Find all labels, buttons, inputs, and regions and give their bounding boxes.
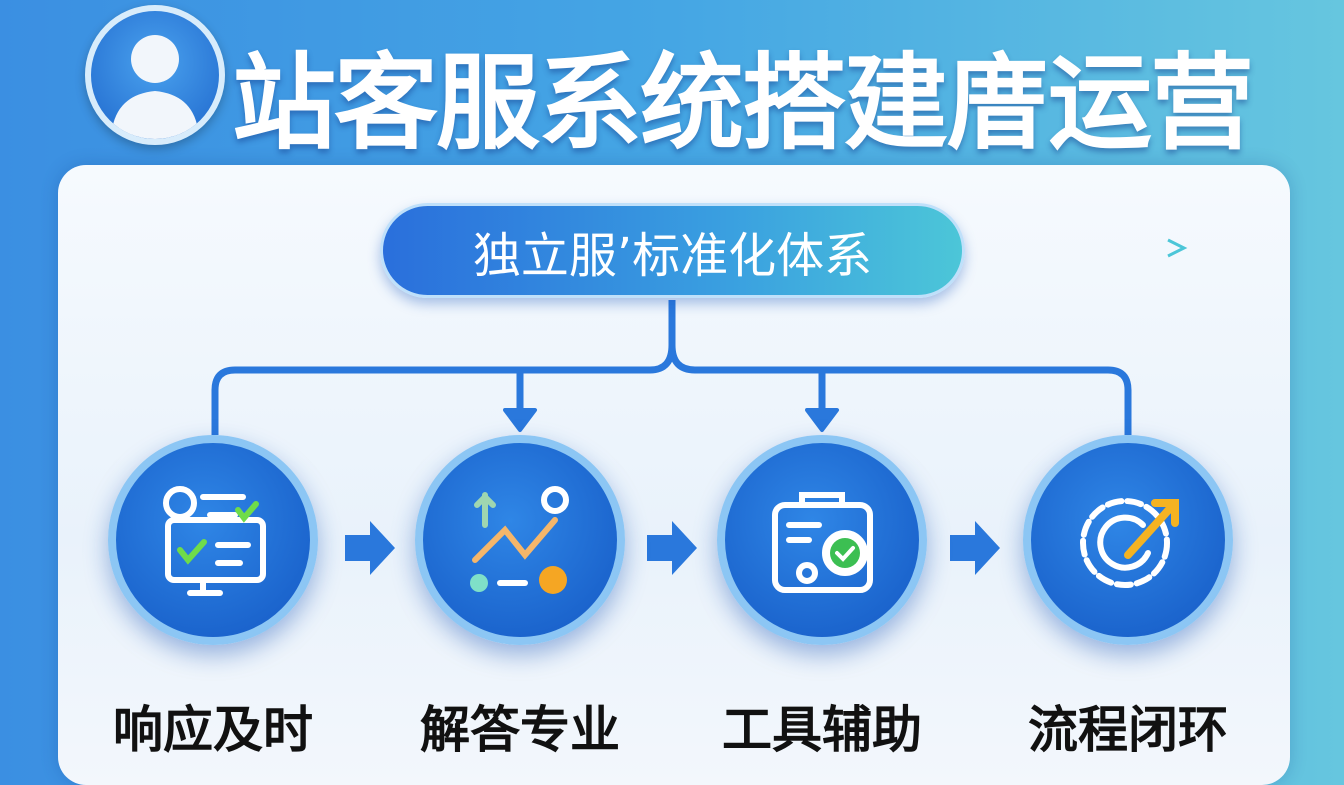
center-pill: 独立服’标准化体系: [380, 203, 965, 298]
page-title: 站客服系统搭建庴运营: [232, 42, 1254, 164]
trend-chart-icon: [470, 486, 569, 594]
connector-lines: [155, 238, 1188, 575]
monitor-chat-check-icon: [163, 486, 266, 596]
step-node-3: [717, 435, 927, 645]
step-node-1: [108, 435, 318, 645]
step-label-2: 解答专业: [420, 701, 620, 759]
line-arrow-icon: [1167, 238, 1188, 258]
step-label-1: 响应及时: [113, 701, 313, 759]
step-label-4: 流程闭环: [1028, 701, 1228, 759]
step-node-2: [415, 435, 625, 645]
center-label: 独立服’标准化体系: [472, 227, 873, 284]
step-label-3: 工具辅助: [722, 701, 922, 759]
user-avatar-icon: [85, 5, 225, 145]
step-arrows: [345, 521, 1000, 575]
gear-cycle-arrow-icon: [1080, 498, 1179, 588]
step-node-4: [1023, 435, 1233, 645]
branch-lines: [211, 300, 1132, 435]
toolkit-check-icon: [772, 492, 873, 593]
down-arrow-icons: [503, 408, 839, 432]
